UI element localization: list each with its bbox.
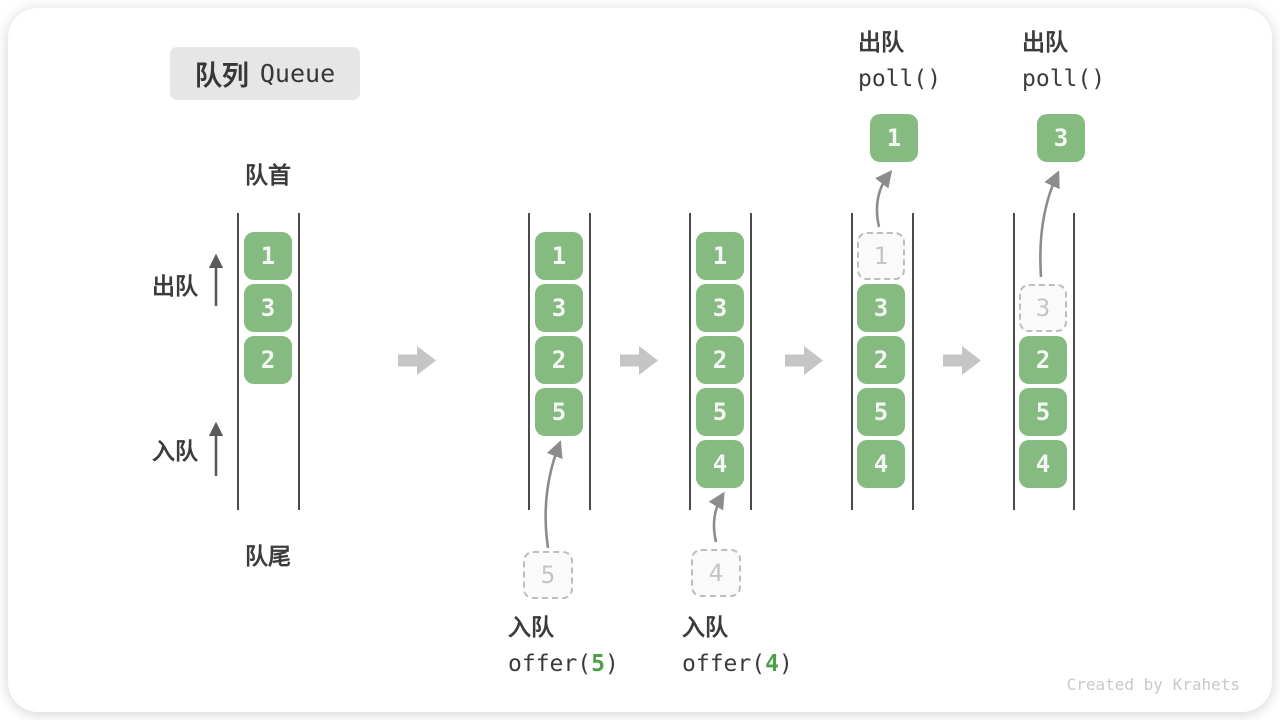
offer-code-suffix: ) — [778, 651, 793, 677]
queue-cell: 5 — [535, 388, 583, 436]
queue-cell: 2 — [244, 336, 292, 384]
queue-wall — [237, 213, 239, 510]
poll-3-connector-arrow-icon — [1039, 170, 1060, 278]
queue-cell: 3 — [857, 284, 905, 332]
enqueue-4-connector-arrow-icon — [708, 491, 725, 543]
offer-label-code: offer(4) — [682, 649, 793, 679]
queue-wall — [589, 213, 591, 510]
queue-cell: 4 — [1019, 440, 1067, 488]
queue-wall — [689, 213, 691, 510]
poll-operation-label: 出队 poll() — [858, 27, 941, 94]
queue-cell: 2 — [535, 336, 583, 384]
polled-value-box: 3 — [1037, 114, 1085, 162]
flow-arrow-icon — [620, 346, 658, 375]
queue-cell: 3 — [696, 284, 744, 332]
queue-cell: 2 — [1019, 336, 1067, 384]
flow-arrow-icon — [398, 346, 436, 375]
queue-cell: 1 — [244, 232, 292, 280]
queue-cell: 5 — [857, 388, 905, 436]
queue-cell: 1 — [696, 232, 744, 280]
queue-cell-pending: 4 — [691, 549, 741, 597]
offer-label-zh: 入队 — [682, 614, 728, 640]
queue-cell: 2 — [857, 336, 905, 384]
offer-code-prefix: offer( — [682, 651, 766, 677]
label-queue-front: 队首 — [245, 162, 291, 188]
queue-cell-removed: 1 — [857, 232, 905, 280]
poll-operation-label: 出队 poll() — [1022, 27, 1105, 94]
queue-cell: 1 — [535, 232, 583, 280]
poll-1-connector-arrow-icon — [875, 169, 893, 228]
label-queue-rear: 队尾 — [245, 543, 291, 569]
title-zh: 队列 — [194, 61, 249, 91]
offer-label-zh: 入队 — [508, 614, 554, 640]
queue-wall — [750, 213, 752, 510]
flow-arrow-icon — [785, 346, 823, 375]
label-dequeue: 出队 — [152, 273, 198, 299]
offer-operation-label: 入队 offer(5) — [508, 612, 619, 679]
queue-wall — [1013, 213, 1015, 510]
queue-wall — [528, 213, 530, 510]
queue-wall — [851, 213, 853, 510]
offer-code-suffix: ) — [604, 651, 619, 677]
offer-code-prefix: offer( — [508, 651, 592, 677]
enqueue-5-connector-arrow-icon — [544, 440, 563, 549]
offer-code-arg: 4 — [765, 651, 779, 677]
queue-cell: 3 — [535, 284, 583, 332]
flow-arrow-icon — [943, 346, 981, 375]
poll-label-zh: 出队 — [858, 29, 904, 55]
watermark: Created by Krahets — [1066, 675, 1240, 694]
queue-wall — [298, 213, 300, 510]
title-en: Queue — [259, 59, 336, 88]
queue-cell-pending: 5 — [523, 551, 573, 599]
poll-label-code: poll() — [858, 66, 942, 92]
offer-label-code: offer(5) — [508, 649, 619, 679]
queue-cell-removed: 3 — [1019, 284, 1067, 332]
queue-wall — [912, 213, 914, 510]
queue-wall — [1073, 213, 1075, 510]
label-enqueue: 入队 — [152, 438, 198, 464]
offer-code-arg: 5 — [591, 651, 605, 677]
queue-cell: 5 — [1019, 388, 1067, 436]
poll-label-code: poll() — [1022, 66, 1106, 92]
queue-cell: 3 — [244, 284, 292, 332]
queue-cell: 5 — [696, 388, 744, 436]
poll-label-zh: 出队 — [1022, 29, 1068, 55]
queue-cell: 4 — [696, 440, 744, 488]
queue-cell: 4 — [857, 440, 905, 488]
queue-cell: 2 — [696, 336, 744, 384]
polled-value-box: 1 — [870, 114, 918, 162]
title-badge: 队列 Queue — [170, 47, 360, 100]
offer-operation-label: 入队 offer(4) — [682, 612, 793, 679]
